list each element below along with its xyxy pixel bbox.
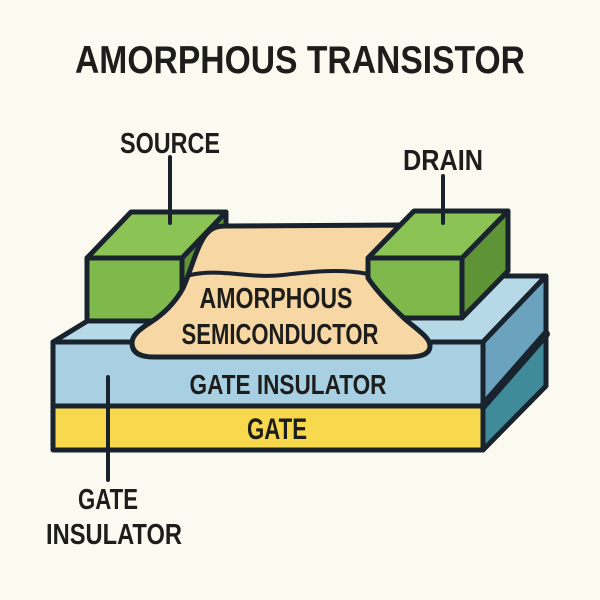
gate-insulator-label: GATE INSULATOR (190, 369, 387, 400)
gate-label: GATE (247, 413, 307, 446)
semiconductor-body (129, 222, 433, 360)
side-face-divider-line (479, 330, 550, 410)
drain-label: DRAIN (403, 145, 483, 177)
gate-insulator-callout-line2: INSULATOR (46, 519, 182, 551)
semiconductor-layer (129, 222, 433, 360)
page-title: AMORPHOUS TRANSISTOR (75, 39, 525, 82)
source-label: SOURCE (120, 128, 220, 160)
semiconductor-label-line2: SEMICONDUCTOR (182, 319, 379, 351)
callout-lines (106, 155, 445, 482)
gate-front-face (50, 403, 486, 453)
semiconductor-label-line1: AMORPHOUS (200, 283, 353, 315)
gate-insulator-callout-line1: GATE (78, 484, 138, 516)
semiconductor-surface-line (188, 269, 370, 278)
